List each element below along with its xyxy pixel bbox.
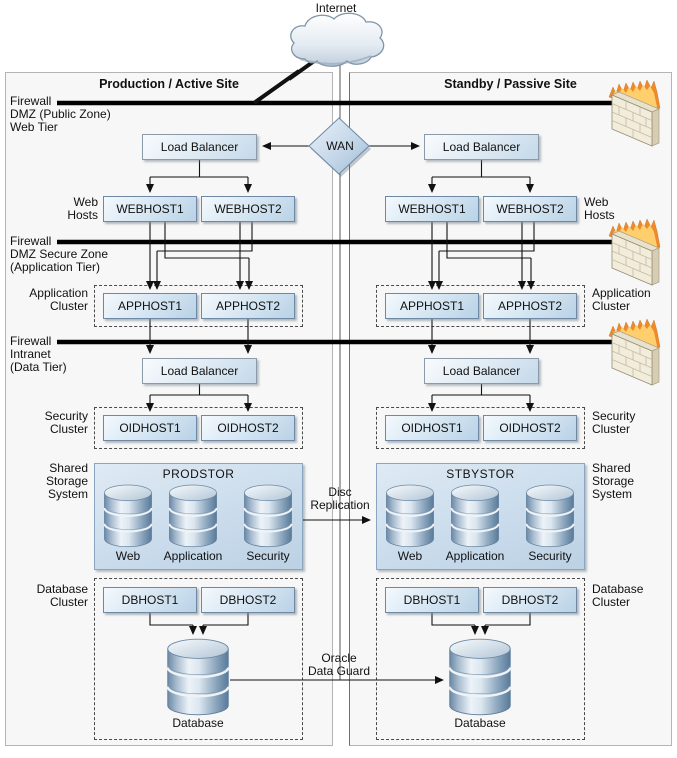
prod-dbhost1: DBHOST1: [103, 587, 197, 613]
prod-apphost1: APPHOST1: [103, 293, 197, 319]
prod-apphost2: APPHOST2: [201, 293, 295, 319]
stby-security-cluster-label: Security Cluster: [592, 409, 636, 436]
disc-replication-label: Disc Replication: [310, 485, 370, 512]
prod-web-hosts-label: Web Hosts: [67, 195, 98, 222]
stby-dbhost2: DBHOST2: [483, 587, 577, 613]
stby-dbhost1: DBHOST1: [385, 587, 479, 613]
prod-dbhost2: DBHOST2: [201, 587, 295, 613]
production-site-header: Production / Active Site: [99, 77, 239, 91]
internet-label: Internet: [315, 1, 357, 15]
prod-oidhost1: OIDHOST1: [103, 415, 197, 441]
prod-database-label: Database: [172, 716, 224, 730]
prod-security-volume-label: Security: [246, 549, 290, 563]
stby-webhost2: WEBHOST2: [483, 196, 577, 222]
stby-oidhost2: OIDHOST2: [483, 415, 577, 441]
data-guard-label: Oracle Data Guard: [307, 651, 371, 678]
standby-site-header: Standby / Passive Site: [444, 77, 577, 91]
firewall-web-tier-label: Firewall DMZ (Public Zone) Web Tier: [10, 94, 111, 134]
prod-shared-storage-label: Shared Storage System: [45, 461, 88, 501]
stby-database-cluster-label: Database Cluster: [592, 582, 644, 609]
prod-storage-name: PRODSTOR: [162, 467, 235, 481]
firewall-app-tier-label: Firewall DMZ Secure Zone (Application Ti…: [10, 234, 109, 274]
stby-web-volume-label: Web: [397, 549, 423, 563]
wan-label: WAN: [326, 139, 354, 153]
stby-application-cluster-label: Application Cluster: [592, 286, 651, 313]
stby-security-volume-label: Security: [528, 549, 572, 563]
stby-database-label: Database: [454, 716, 506, 730]
stby-storage-name: STBYSTOR: [446, 467, 515, 481]
internet-cloud-icon: [290, 12, 385, 67]
prod-application-cluster-label: Application Cluster: [29, 286, 88, 313]
stby-apphost2: APPHOST2: [483, 293, 577, 319]
stby-shared-storage-label: Shared Storage System: [592, 461, 635, 501]
prod-web-load-balancer: Load Balancer: [142, 134, 257, 160]
stby-apphost1: APPHOST1: [385, 293, 479, 319]
stby-oidhost1: OIDHOST1: [385, 415, 479, 441]
prod-web-volume-label: Web: [115, 549, 141, 563]
stby-data-load-balancer: Load Balancer: [424, 358, 539, 384]
prod-security-cluster-label: Security Cluster: [44, 409, 88, 436]
prod-webhost2: WEBHOST2: [201, 196, 295, 222]
stby-webhost1: WEBHOST1: [385, 196, 479, 222]
prod-application-volume-label: Application: [163, 549, 223, 563]
stby-web-load-balancer: Load Balancer: [424, 134, 539, 160]
prod-webhost1: WEBHOST1: [103, 196, 197, 222]
prod-data-load-balancer: Load Balancer: [142, 358, 257, 384]
prod-oidhost2: OIDHOST2: [201, 415, 295, 441]
stby-web-hosts-label: Web Hosts: [584, 195, 615, 222]
firewall-data-tier-label: Firewall Intranet (Data Tier): [10, 334, 67, 374]
prod-database-cluster-label: Database Cluster: [36, 582, 88, 609]
stby-application-volume-label: Application: [445, 549, 505, 563]
